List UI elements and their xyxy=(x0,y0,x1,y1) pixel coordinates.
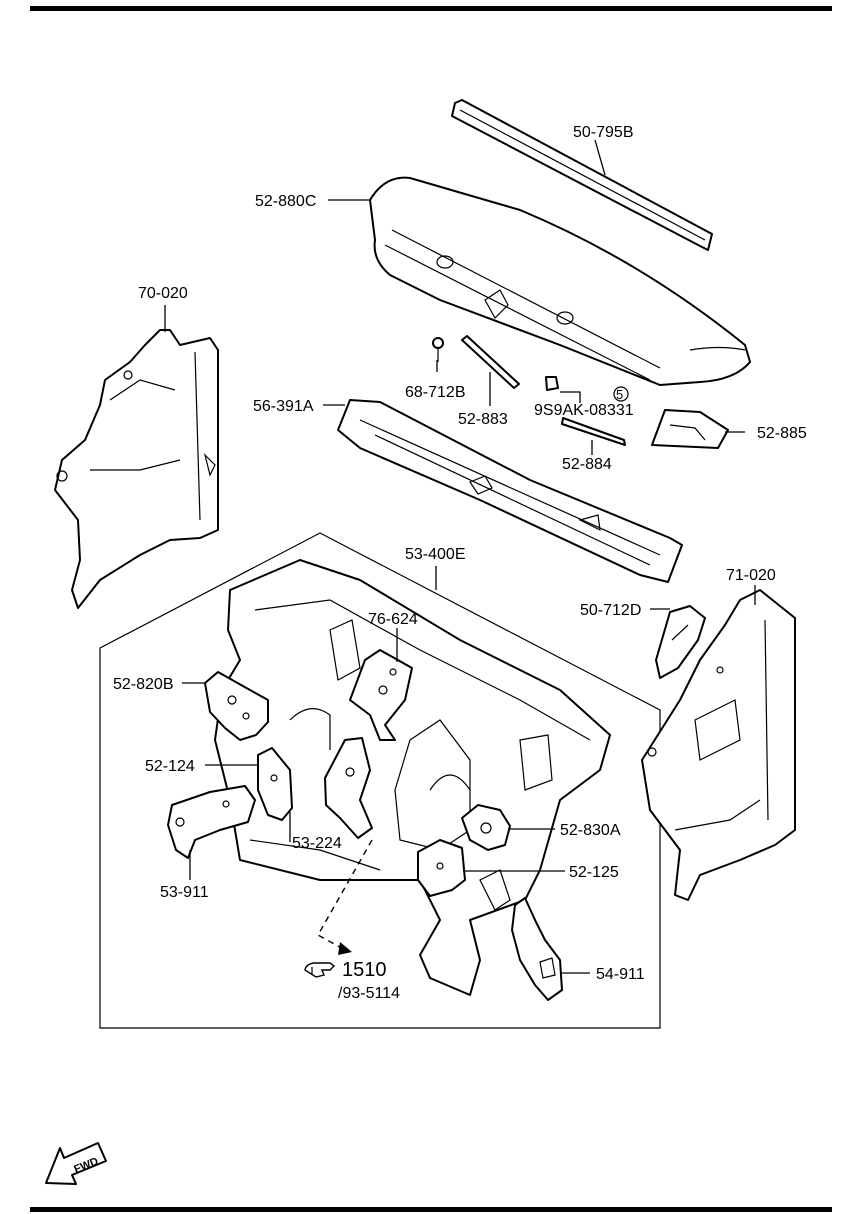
bracket-76-624[interactable] xyxy=(349,649,413,741)
label-76-624: 76-624 xyxy=(368,611,418,628)
bracket-52-830a[interactable] xyxy=(461,804,511,851)
label-53-911: 53-911 xyxy=(160,884,209,901)
reference-callout[interactable]: 1510 /93-5114 xyxy=(304,959,400,1002)
pointing-hand-icon xyxy=(304,962,336,978)
label-52-883: 52-883 xyxy=(458,411,508,428)
dash-panel-frame xyxy=(99,532,661,1029)
cover-52-885[interactable] xyxy=(651,409,729,449)
clip-50-712d[interactable] xyxy=(655,605,706,679)
label-52-884: 52-884 xyxy=(562,456,612,473)
label-52-124: 52-124 xyxy=(145,758,195,775)
bracket-52-125[interactable] xyxy=(417,839,466,897)
label-qty: 5 xyxy=(616,387,623,402)
label-50-795b: 50-795B xyxy=(573,124,634,141)
label-52-880c: 52-880C xyxy=(255,193,316,210)
bracket-53-911[interactable] xyxy=(167,785,256,859)
label-52-885: 52-885 xyxy=(757,425,807,442)
label-9s9ak-08331: 9S9AK-08331 xyxy=(534,402,634,419)
reference-page-number: 1510 xyxy=(342,959,387,981)
label-54-911: 54-911 xyxy=(596,966,645,983)
reference-arrowhead xyxy=(338,942,352,955)
clip-68-712b[interactable] xyxy=(432,337,444,362)
bracket-53-224[interactable] xyxy=(324,737,373,839)
bottom-border xyxy=(30,1207,832,1212)
label-52-820b: 52-820B xyxy=(113,676,174,693)
reference-dashed-line xyxy=(317,839,373,951)
bracket-52-820b[interactable] xyxy=(204,671,269,741)
rod-52-884[interactable] xyxy=(561,417,626,446)
dash-panel-53-400e[interactable] xyxy=(214,559,611,996)
side-panel-70-020[interactable] xyxy=(54,329,219,609)
label-71-020: 71-020 xyxy=(726,567,776,584)
rod-52-883[interactable] xyxy=(461,335,520,389)
reference-subpage: /93-5114 xyxy=(338,985,400,1002)
label-68-712b: 68-712B xyxy=(405,384,466,401)
bracket-54-911[interactable] xyxy=(511,897,563,1001)
label-52-830a: 52-830A xyxy=(560,822,621,839)
label-50-712d: 50-712D xyxy=(580,602,641,619)
nut-9s9ak-08331[interactable] xyxy=(545,376,559,391)
label-53-400e: 53-400E xyxy=(405,546,466,563)
label-53-224: 53-224 xyxy=(292,835,342,852)
label-56-391a: 56-391A xyxy=(253,398,314,415)
forward-arrow-icon: FWD xyxy=(45,1142,107,1185)
bracket-52-124[interactable] xyxy=(257,747,293,821)
cowl-panel-56-391a[interactable] xyxy=(337,399,683,583)
qty-circle xyxy=(613,386,629,402)
label-70-020: 70-020 xyxy=(138,285,188,302)
leader-lines xyxy=(164,139,756,974)
side-panel-71-020[interactable] xyxy=(641,589,796,901)
cowl-grille-52-880c[interactable] xyxy=(369,176,751,386)
weatherstrip-50-795b[interactable] xyxy=(451,99,713,251)
label-52-125: 52-125 xyxy=(569,864,619,881)
top-border xyxy=(30,6,832,11)
